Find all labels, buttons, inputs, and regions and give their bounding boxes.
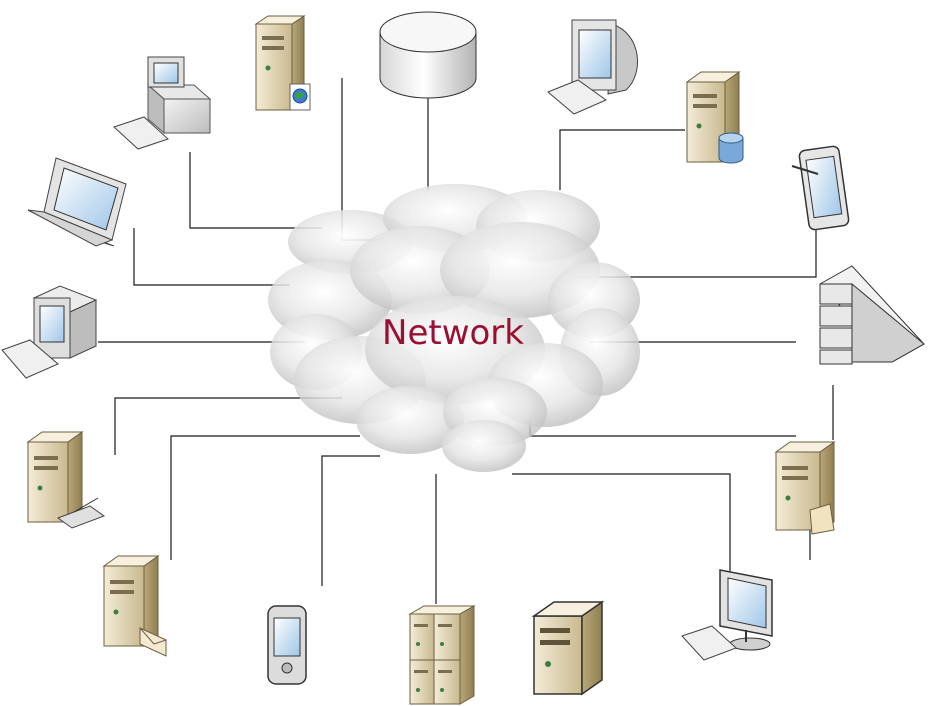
link-pda [321, 455, 380, 586]
network-cloud: Network [268, 184, 640, 472]
file-server-icon [774, 441, 836, 535]
tower-server-icon [531, 600, 605, 696]
link-mail-server [170, 435, 360, 560]
link-lcd-monitor [512, 473, 731, 575]
print-server-icon [26, 431, 106, 529]
link-database-server [559, 129, 685, 190]
workstation-icon [113, 56, 212, 150]
server-rack-icon [408, 605, 476, 705]
tablet-icon [791, 145, 850, 231]
storage-array-icon [819, 265, 925, 365]
link-tablet [578, 210, 817, 278]
link-workstation [189, 152, 322, 229]
database-cylinder-icon [379, 11, 477, 99]
mail-server-icon [102, 555, 167, 657]
lcd-monitor-icon [681, 569, 773, 661]
web-server-icon [254, 15, 311, 111]
link-laptop [133, 228, 290, 286]
cloud-label: Network [382, 313, 524, 353]
laptop-icon [27, 157, 127, 247]
connection-lines [98, 78, 834, 604]
desktop-computer-icon [1, 285, 98, 379]
database-server-icon [685, 71, 744, 164]
crt-monitor-icon [547, 19, 638, 115]
pda-icon [267, 605, 307, 685]
link-print-server [114, 397, 342, 455]
